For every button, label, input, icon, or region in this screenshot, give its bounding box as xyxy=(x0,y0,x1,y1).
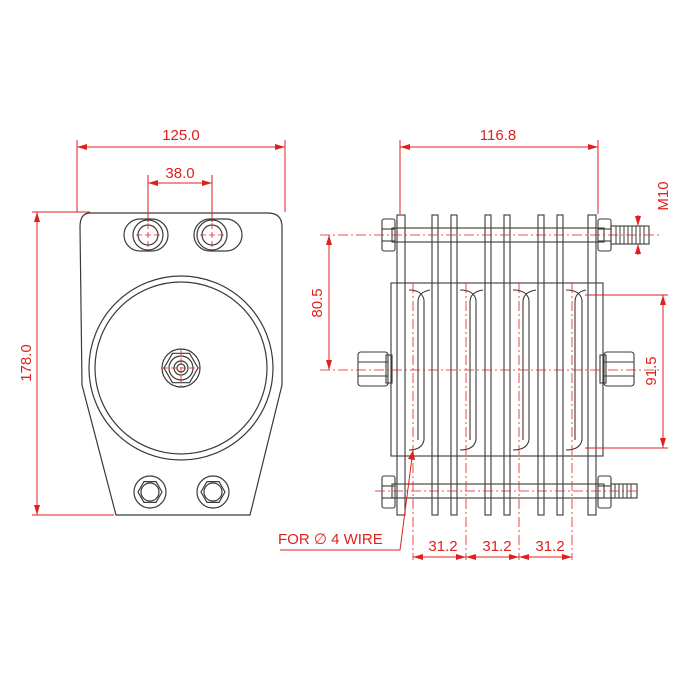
fin-5 xyxy=(537,214,545,516)
groove-4b xyxy=(574,289,587,440)
wire-note-label: FOR ∅ 4 WIRE xyxy=(278,531,383,548)
fin-2 xyxy=(450,214,458,516)
fin-4 xyxy=(503,214,511,516)
pitch-2-label: 31.2 xyxy=(482,538,511,555)
lower-left-nut-outer xyxy=(133,475,167,509)
right-axle-nut xyxy=(603,351,635,387)
left-end-plate xyxy=(396,214,406,516)
groove-2 xyxy=(459,289,477,451)
groove-2b xyxy=(469,289,484,440)
lower-right-nut-outer xyxy=(196,475,230,509)
front-dimensions xyxy=(32,140,286,516)
upper-right-slot xyxy=(193,218,243,252)
lower-right-nut-inner xyxy=(203,482,223,502)
right-end-plate xyxy=(587,214,597,516)
front-arrows xyxy=(34,144,285,515)
left-axle-washer xyxy=(385,354,393,384)
fin-1 xyxy=(431,214,439,516)
groove-1b xyxy=(417,289,431,440)
side-center-lines xyxy=(320,234,660,560)
right-axle-washer xyxy=(599,354,607,384)
lower-left-nut xyxy=(381,475,396,509)
side-dimensions xyxy=(280,140,668,558)
fin-6 xyxy=(556,214,564,516)
front-width-label: 125.0 xyxy=(162,127,200,144)
front-center-marks xyxy=(136,223,224,387)
wheel-inner xyxy=(94,281,268,455)
roller-body xyxy=(390,282,604,457)
front-plate-outline xyxy=(79,212,283,516)
groove-span-label: 91.5 xyxy=(643,356,660,385)
pitch-1-label: 31.2 xyxy=(428,538,457,555)
hole-spacing-label: 38.0 xyxy=(165,165,194,182)
left-axle-nut xyxy=(357,351,389,387)
groove-3 xyxy=(512,289,530,451)
lower-left-nut-inner xyxy=(140,482,160,502)
front-height-label: 178.0 xyxy=(18,344,35,382)
pitch-3-label: 31.2 xyxy=(535,538,564,555)
rod-to-groove-label: 80.5 xyxy=(309,288,326,317)
thread-label: M10 xyxy=(655,181,672,210)
wheel-outer xyxy=(88,275,274,461)
side-view xyxy=(357,214,650,516)
side-width-label: 116.8 xyxy=(480,127,516,144)
groove-3b xyxy=(522,289,537,440)
lower-right-nut-hex xyxy=(200,481,226,503)
lower-left-nut-hex xyxy=(137,481,163,503)
upper-left-slot xyxy=(123,218,169,252)
side-arrows xyxy=(326,144,666,560)
fin-3 xyxy=(484,214,492,516)
